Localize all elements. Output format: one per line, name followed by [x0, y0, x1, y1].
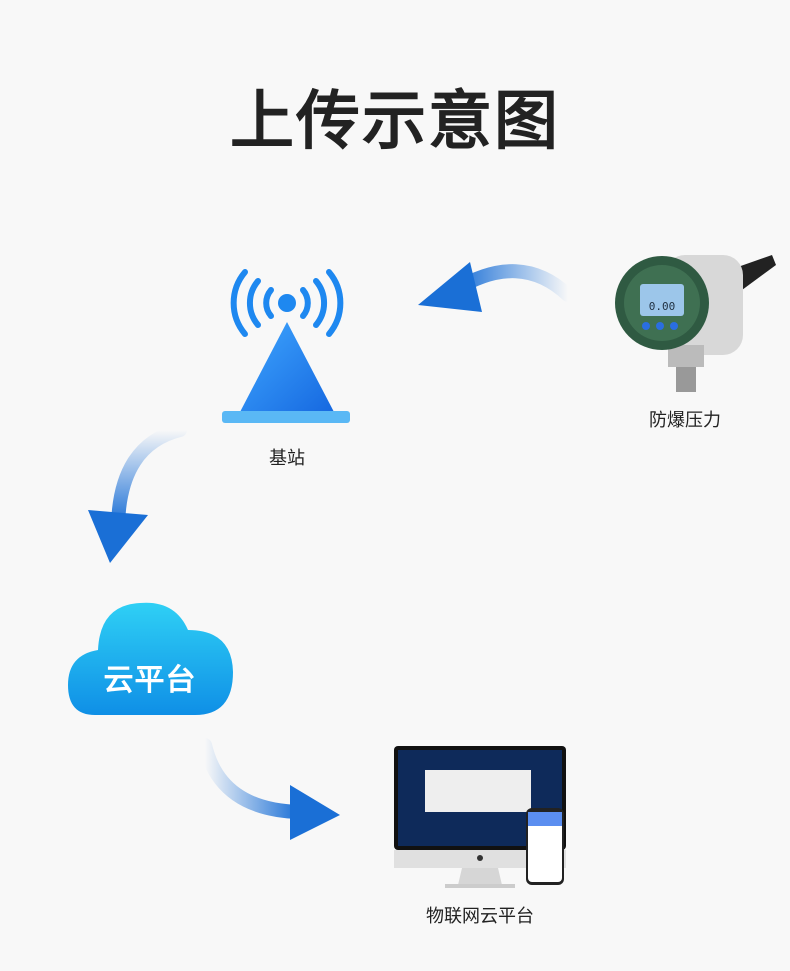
base-station-label: 基站 — [269, 448, 305, 469]
pressure-sensor-image: 0.00 — [615, 255, 776, 392]
arrow-sensor-to-station — [418, 262, 575, 312]
sensor-label: 防爆压力 — [649, 410, 721, 431]
cloud-icon — [68, 602, 233, 715]
sensor-display-value: 0.00 — [649, 300, 676, 313]
page-title: 上传示意图 — [230, 85, 560, 159]
cloud-platform-text: 云平台 — [103, 663, 197, 698]
arrow-cloud-to-platform — [198, 738, 340, 840]
iot-platform-devices-image — [394, 746, 566, 888]
base-station-icon — [222, 269, 350, 423]
arrow-station-to-cloud — [88, 423, 187, 563]
iot-platform-label: 物联网云平台 — [426, 906, 534, 927]
